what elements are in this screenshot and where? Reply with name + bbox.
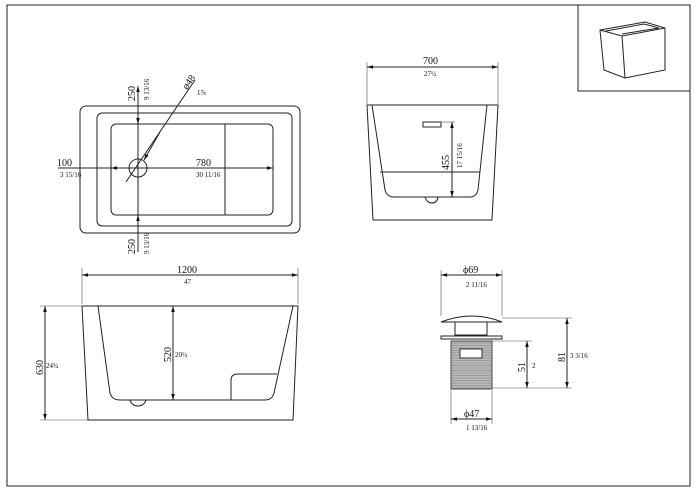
overflow-slot: [422, 121, 442, 128]
offset-top-in: 9 13/16: [143, 78, 151, 100]
cap-diameter: ϕ69: [463, 265, 478, 276]
thumbnail-box: [577, 4, 691, 92]
bathtub-3d-icon: [599, 21, 666, 79]
side-height: 630: [35, 360, 46, 375]
end-width: 700: [423, 56, 438, 67]
end-depth-in: 17 15/16: [456, 143, 464, 168]
end-width-in: 27½: [424, 70, 436, 78]
drawing-frame: [6, 4, 691, 487]
offset-left-in: 3 15/16: [60, 171, 82, 179]
drain-diameter-in: 1⅞: [197, 89, 207, 97]
inner-length-in: 30 11/16: [196, 171, 221, 179]
end-depth: 455: [441, 155, 452, 170]
side-view: 1200 47 630 24¾ 520 20½: [35, 265, 299, 421]
body-diameter-in: 1 13/16: [466, 424, 488, 432]
total-height-in: 3 3/16: [570, 352, 588, 360]
drain-detail: ϕ69 2 11/16 81 3 3/16 51 2 ϕ47 1 13/16: [440, 265, 588, 432]
body-height-in: 2: [532, 362, 536, 370]
drain-diameter: ø48: [180, 73, 198, 92]
offset-left: 100: [57, 158, 72, 169]
body-height: 51: [517, 362, 528, 372]
inner-length: 780: [196, 158, 211, 169]
top-view: 250 9 13/16 250 9 13/16 ø48 1⅞ 100 3 15/…: [57, 73, 301, 254]
inner-depth-in: 20½: [175, 351, 187, 359]
end-view: 700 27½ 455 17 15/16: [366, 56, 499, 221]
side-length-in: 47: [184, 278, 192, 286]
total-height: 81: [557, 352, 568, 362]
side-height-in: 24¾: [46, 362, 58, 370]
body-diameter: ϕ47: [464, 409, 479, 420]
cap-diameter-in: 2 11/16: [466, 281, 487, 289]
side-length: 1200: [177, 265, 197, 276]
inner-depth: 520: [163, 347, 174, 362]
offset-top: 250: [127, 86, 138, 101]
offset-bottom: 250: [127, 239, 138, 254]
offset-bottom-in: 9 13/16: [143, 232, 151, 254]
